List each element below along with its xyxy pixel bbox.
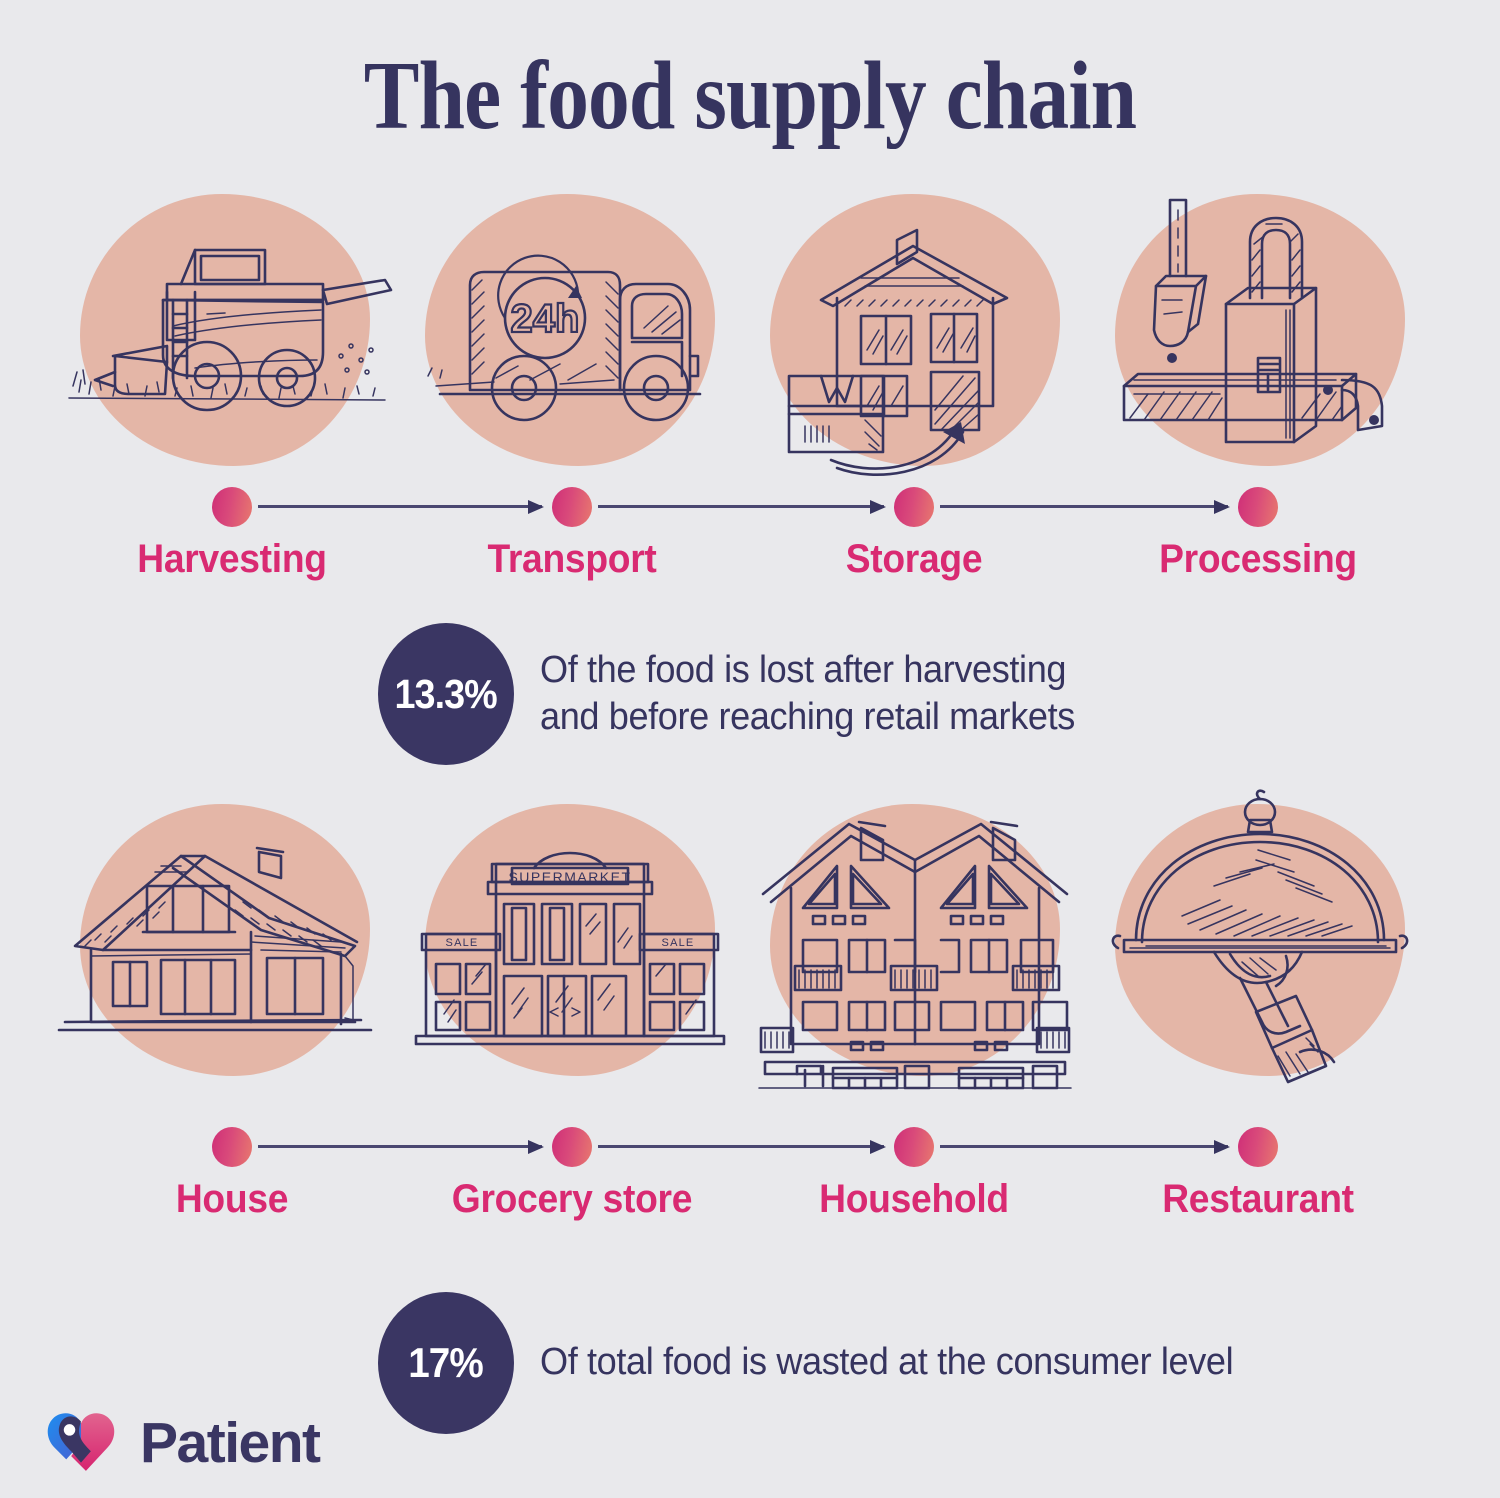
- townhouses-icon: [745, 790, 1085, 1090]
- stage-label-restaurant: Restaurant: [1162, 1177, 1354, 1221]
- brand-name: Patient: [140, 1411, 321, 1475]
- stat-block-consumer-waste: 17% Of total food is wasted at the consu…: [378, 1292, 1270, 1434]
- stage-node-storage: [894, 487, 934, 527]
- warehouse-package-icon: [745, 180, 1085, 480]
- stage-cell-storage: [745, 180, 1085, 480]
- svg-text:SALE: SALE: [446, 937, 479, 949]
- blob-background: [80, 194, 370, 466]
- stage-label-house: House: [175, 1177, 289, 1221]
- stage-cell-transport: 24h: [400, 180, 740, 480]
- brand-logo: Patient: [40, 1402, 321, 1484]
- connector-strip-row-1: [0, 487, 1500, 533]
- detached-house-icon: [55, 790, 395, 1090]
- stat-badge-17: 17%: [378, 1292, 514, 1434]
- connector-strip-row-2: [0, 1127, 1500, 1173]
- stage-node-processing: [1238, 487, 1278, 527]
- svg-text:SUPERMARKET: SUPERMARKET: [508, 869, 631, 885]
- delivery-truck-icon: 24h: [400, 180, 740, 480]
- processing-machine-icon: [1090, 180, 1430, 480]
- stage-label-grocery-store: Grocery store: [451, 1177, 693, 1221]
- flow-arrow-1: [258, 499, 544, 514]
- stat-block-post-harvest-loss: 13.3% Of the food is lost after harvesti…: [378, 623, 1103, 765]
- stage-node-transport: [552, 487, 592, 527]
- serving-cloche-icon: [1090, 789, 1430, 1090]
- stat-badge-13-3: 13.3%: [378, 623, 514, 765]
- stage-label-transport: Transport: [487, 537, 657, 581]
- stage-label-harvesting: Harvesting: [137, 537, 327, 581]
- stage-labels-row-2: House Grocery store Household Restaurant: [0, 1177, 1500, 1237]
- blob-background: [770, 194, 1060, 466]
- stat-description: Of total food is wasted at the consumer …: [540, 1341, 1234, 1384]
- stage-cell-household: [745, 790, 1085, 1090]
- combine-harvester-icon: [55, 180, 395, 480]
- flow-arrow-3: [940, 499, 1230, 514]
- flow-arrow-2: [598, 499, 886, 514]
- stage-node-household: [894, 1127, 934, 1167]
- stage-cell-processing: [1090, 180, 1430, 480]
- flow-arrow-5: [598, 1139, 886, 1154]
- stage-cell-restaurant: [1090, 789, 1430, 1090]
- stage-cell-grocery-store: SUPERMARKET SALE SALE: [400, 790, 740, 1090]
- stage-label-processing: Processing: [1159, 537, 1357, 581]
- stage-node-harvesting: [212, 487, 252, 527]
- stat-value: 13.3%: [394, 670, 498, 717]
- supermarket-icon: SUPERMARKET SALE SALE: [400, 790, 740, 1090]
- stage-node-grocery-store: [552, 1127, 592, 1167]
- svg-text:SALE: SALE: [662, 937, 695, 949]
- stat-description: Of the food is lost after harvesting and…: [540, 648, 1075, 738]
- stat-value: 17%: [408, 1339, 484, 1386]
- patient-heart-pin-logo-icon: [40, 1402, 122, 1484]
- stage-node-restaurant: [1238, 1127, 1278, 1167]
- stage-labels-row-1: Harvesting Transport Storage Processing: [0, 537, 1500, 597]
- flow-arrow-4: [258, 1139, 544, 1154]
- stage-cell-harvesting: [55, 180, 395, 480]
- page-title: The food supply chain: [363, 42, 1137, 149]
- stage-node-house: [212, 1127, 252, 1167]
- svg-text:24h: 24h: [511, 297, 580, 341]
- stage-label-household: Household: [819, 1177, 1009, 1221]
- supply-chain-row-1: 24h: [0, 180, 1500, 480]
- flow-arrow-6: [940, 1139, 1230, 1154]
- stage-cell-house: [55, 790, 395, 1090]
- stage-label-storage: Storage: [845, 537, 983, 581]
- supply-chain-row-2: SUPERMARKET SALE SALE: [0, 789, 1500, 1090]
